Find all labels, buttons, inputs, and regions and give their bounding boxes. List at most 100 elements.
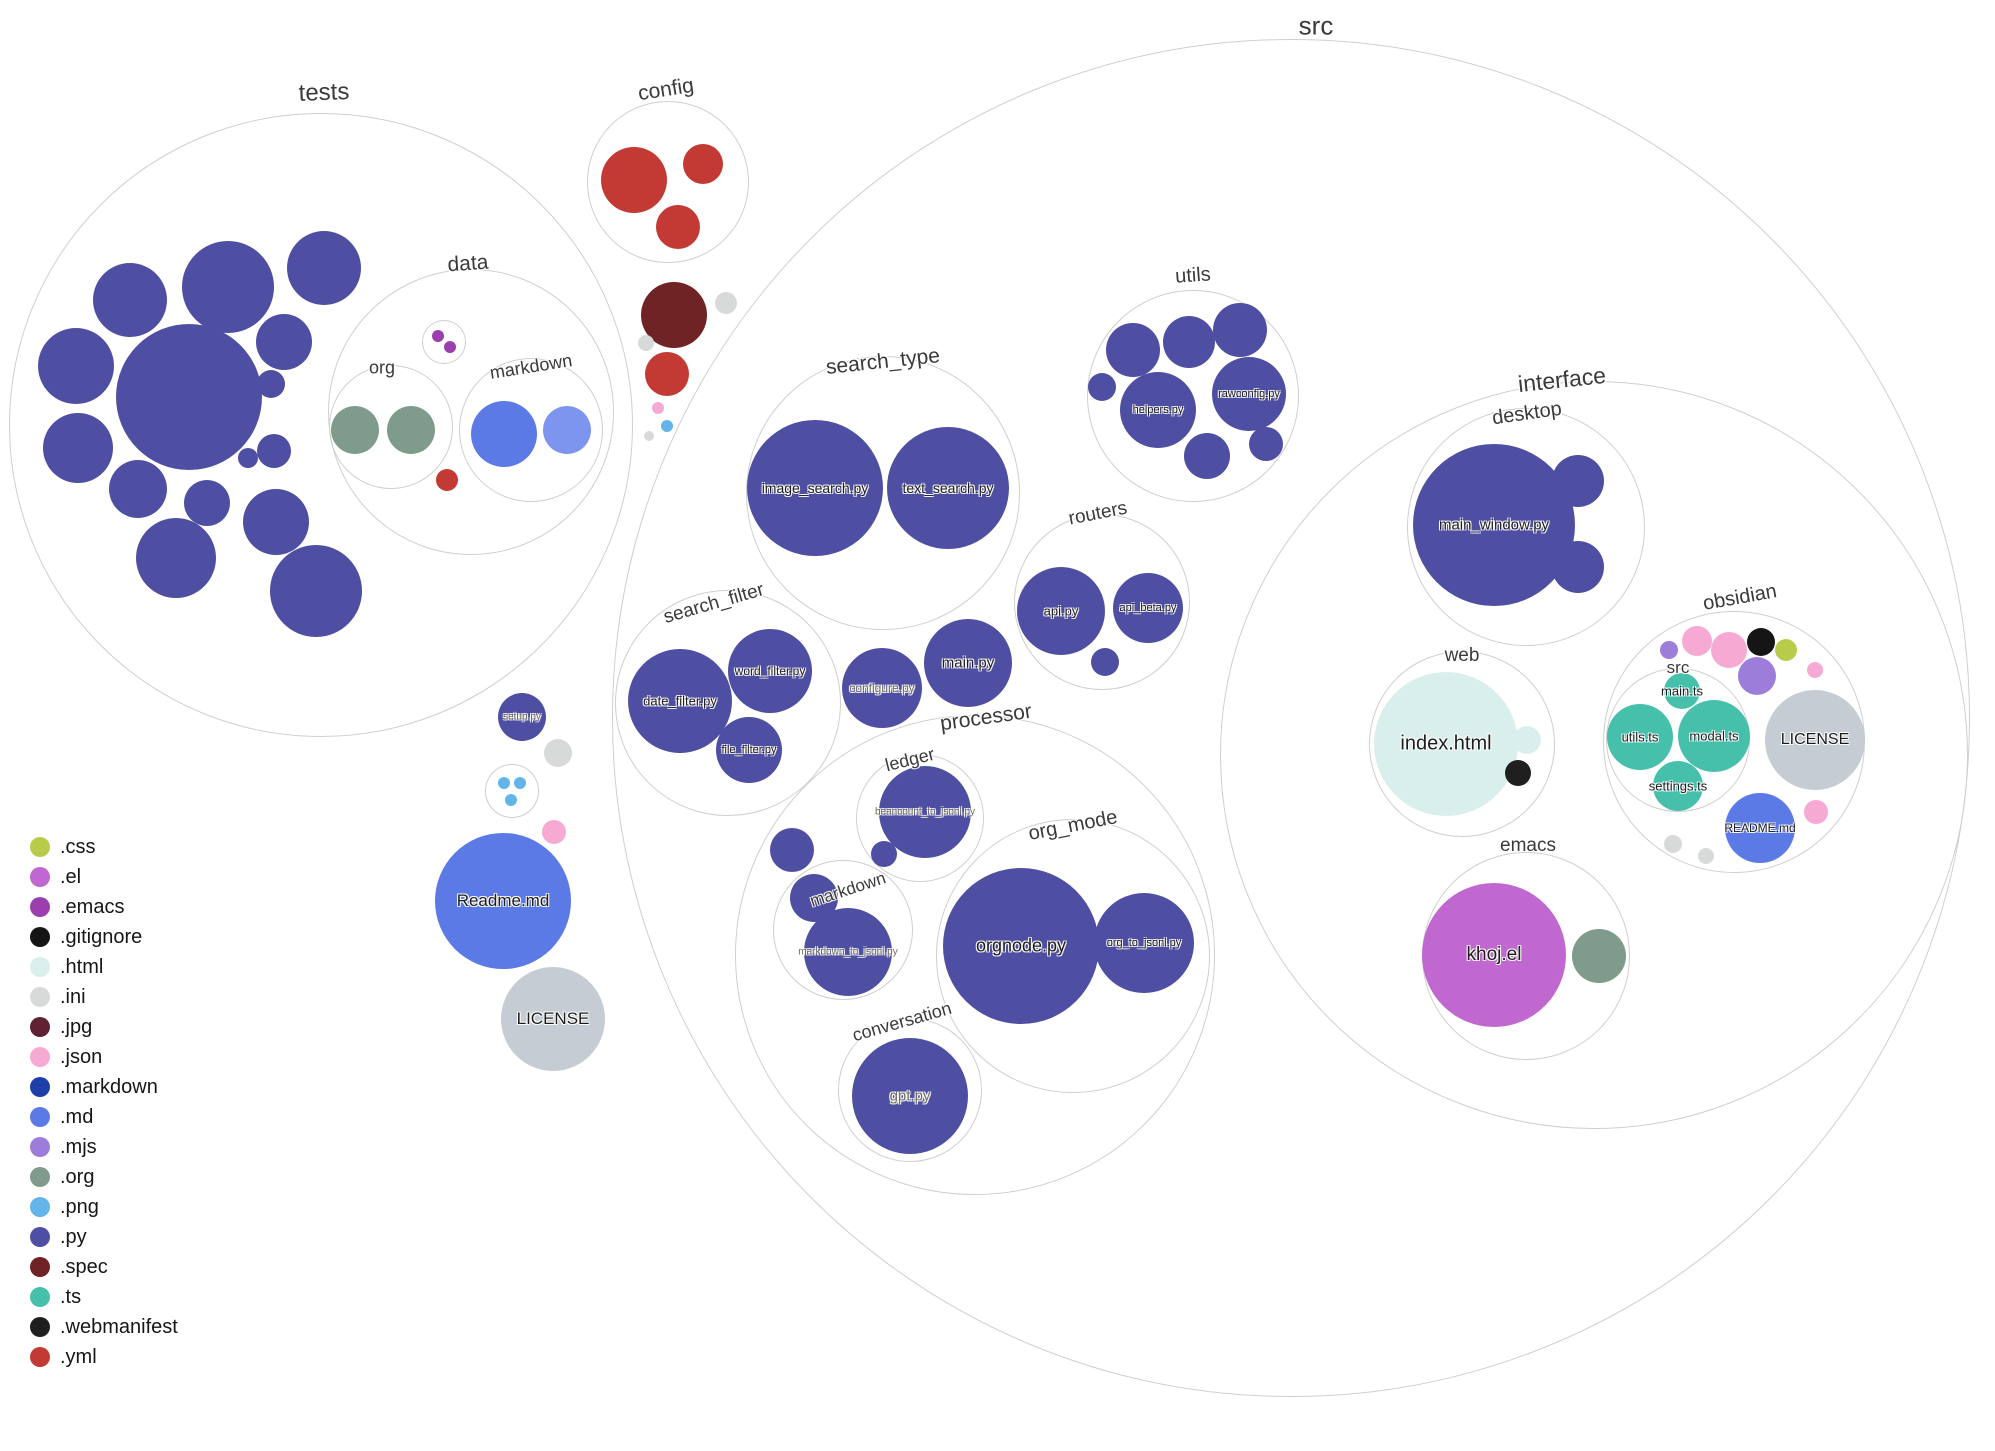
file-circle-ini-file[interactable] xyxy=(638,335,654,351)
folder-circle-org_mode[interactable] xyxy=(936,819,1210,1093)
file-circle-date_filter.py[interactable] xyxy=(628,649,732,753)
folder-circle-config[interactable] xyxy=(587,101,749,263)
folder-circle-processor[interactable] xyxy=(735,715,1215,1195)
file-circle-mjs-file[interactable] xyxy=(1660,641,1678,659)
file-circle-py-file[interactable] xyxy=(136,518,216,598)
file-circle-text_search.py[interactable] xyxy=(887,427,1009,549)
file-circle-markdown_to_jsonl.py[interactable] xyxy=(804,908,892,996)
file-circle-py-file[interactable] xyxy=(1249,427,1283,461)
file-circle-setup.py[interactable] xyxy=(498,693,546,741)
file-circle-py-file[interactable] xyxy=(1213,303,1267,357)
file-circle-json-file[interactable] xyxy=(652,402,664,414)
folder-circle-markdown[interactable] xyxy=(773,860,913,1000)
file-circle-py-file[interactable] xyxy=(43,413,113,483)
file-circle-png-file[interactable] xyxy=(505,794,517,806)
file-circle-py-file[interactable] xyxy=(116,324,262,470)
file-circle-py-file[interactable] xyxy=(1106,323,1160,377)
folder-circle-utils[interactable] xyxy=(1087,290,1299,502)
file-circle-md-file[interactable] xyxy=(543,406,591,454)
file-circle-ini-file[interactable] xyxy=(1698,848,1714,864)
folder-circle-desktop[interactable] xyxy=(1407,408,1645,646)
file-circle-org-file[interactable] xyxy=(1572,929,1626,983)
file-circle-ini-file[interactable] xyxy=(1664,835,1682,853)
file-circle-orgnode.py[interactable] xyxy=(943,868,1099,1024)
file-circle-py-file[interactable] xyxy=(93,263,167,337)
file-circle-py-file[interactable] xyxy=(184,480,230,526)
file-circle-py-file[interactable] xyxy=(257,434,291,468)
file-circle-yml-file[interactable] xyxy=(645,352,689,396)
file-circle-emacs-file[interactable] xyxy=(432,330,444,342)
folder-circle-conversation[interactable] xyxy=(838,1018,982,1162)
file-circle-org-file[interactable] xyxy=(387,406,435,454)
file-circle-beancount_to_jsonl.py[interactable] xyxy=(879,766,971,858)
file-circle-json-file[interactable] xyxy=(1804,800,1828,824)
file-circle-yml-file[interactable] xyxy=(436,469,458,491)
folder-circle-org[interactable] xyxy=(329,365,453,489)
folder-circle-markdown[interactable] xyxy=(459,358,603,502)
file-circle-LICENSE[interactable] xyxy=(1765,690,1865,790)
file-circle-org_to_jsonl.py[interactable] xyxy=(1094,893,1194,993)
file-circle-modal.ts[interactable] xyxy=(1678,700,1750,772)
file-circle-ini-file[interactable] xyxy=(715,292,737,314)
file-circle-settings.ts[interactable] xyxy=(1653,761,1703,811)
folder-circle-ledger[interactable] xyxy=(856,754,984,882)
file-circle-yml-file[interactable] xyxy=(683,144,723,184)
file-circle-py-file[interactable] xyxy=(1184,433,1230,479)
file-circle-py-file[interactable] xyxy=(256,314,312,370)
file-circle-py-file[interactable] xyxy=(38,328,114,404)
file-circle-json-file[interactable] xyxy=(1807,662,1823,678)
file-circle-md-file[interactable] xyxy=(471,401,537,467)
folder-circle-unnamed[interactable] xyxy=(422,320,466,364)
file-circle-configure.py[interactable] xyxy=(842,648,922,728)
file-circle-gpt.py[interactable] xyxy=(852,1038,968,1154)
file-circle-py-file[interactable] xyxy=(257,370,285,398)
file-circle-py-file[interactable] xyxy=(1552,541,1604,593)
folder-circle-search_filter[interactable] xyxy=(615,590,841,816)
file-circle-main_window.py[interactable] xyxy=(1413,444,1575,606)
file-circle-helpers.py[interactable] xyxy=(1120,372,1196,448)
file-circle-html-file[interactable] xyxy=(1513,726,1541,754)
file-circle-emacs-file[interactable] xyxy=(444,341,456,353)
file-circle-org-file[interactable] xyxy=(331,406,379,454)
file-circle-webmanifest-file[interactable] xyxy=(1505,760,1531,786)
file-circle-api_beta.py[interactable] xyxy=(1113,573,1183,643)
file-circle-gitignore-file[interactable] xyxy=(1747,628,1775,656)
file-circle-image_search.py[interactable] xyxy=(747,420,883,556)
file-circle-Readme.md[interactable] xyxy=(435,833,571,969)
folder-circle-routers[interactable] xyxy=(1014,514,1190,690)
file-circle-py-file[interactable] xyxy=(1163,316,1215,368)
file-circle-index.html[interactable] xyxy=(1374,672,1518,816)
file-circle-README.md[interactable] xyxy=(1725,793,1795,863)
folder-circle-tests[interactable] xyxy=(9,113,633,737)
file-circle-png-file[interactable] xyxy=(514,777,526,789)
file-circle-py-file[interactable] xyxy=(1091,648,1119,676)
file-circle-mjs-file[interactable] xyxy=(1738,657,1776,695)
folder-circle-web[interactable] xyxy=(1369,651,1555,837)
file-circle-khoj.el[interactable] xyxy=(1422,883,1566,1027)
file-circle-yml-file[interactable] xyxy=(656,205,700,249)
file-circle-png-file[interactable] xyxy=(661,420,673,432)
file-circle-main.py[interactable] xyxy=(924,619,1012,707)
folder-circle-data[interactable] xyxy=(328,269,614,555)
file-circle-LICENSE[interactable] xyxy=(501,967,605,1071)
file-circle-ini-file[interactable] xyxy=(544,739,572,767)
file-circle-json-file[interactable] xyxy=(1711,632,1747,668)
file-circle-yml-file[interactable] xyxy=(601,147,667,213)
file-circle-py-file[interactable] xyxy=(871,841,897,867)
file-circle-py-file[interactable] xyxy=(287,231,361,305)
file-circle-ini-file[interactable] xyxy=(644,431,654,441)
file-circle-py-file[interactable] xyxy=(770,828,814,872)
file-circle-utils.ts[interactable] xyxy=(1607,704,1673,770)
file-circle-py-file[interactable] xyxy=(109,460,167,518)
folder-circle-interface[interactable] xyxy=(1220,381,1968,1129)
file-circle-main.ts[interactable] xyxy=(1664,673,1700,709)
file-circle-css-file[interactable] xyxy=(1775,639,1797,661)
file-circle-json-file[interactable] xyxy=(542,820,566,844)
file-circle-py-file[interactable] xyxy=(243,489,309,555)
file-circle-py-file[interactable] xyxy=(182,241,274,333)
file-circle-api.py[interactable] xyxy=(1017,567,1105,655)
file-circle-word_filter.py[interactable] xyxy=(728,629,812,713)
folder-circle-search_type[interactable] xyxy=(746,356,1020,630)
file-circle-py-file[interactable] xyxy=(1552,455,1604,507)
file-circle-rawconfig.py[interactable] xyxy=(1212,357,1286,431)
